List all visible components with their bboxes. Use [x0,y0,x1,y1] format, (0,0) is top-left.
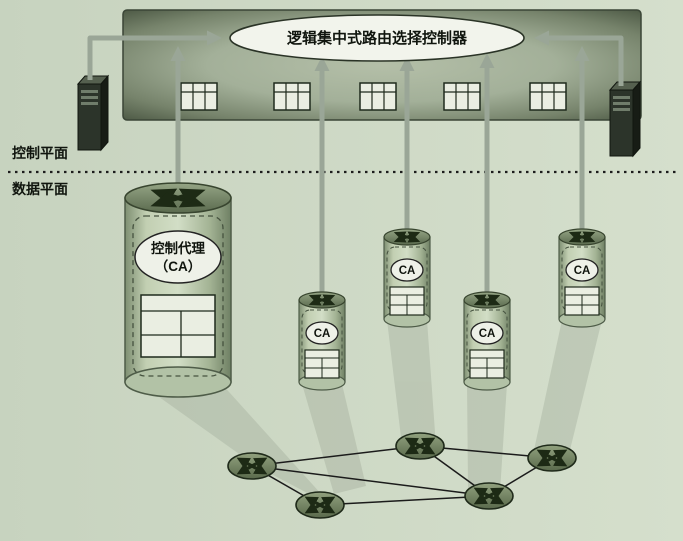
network-link [251,445,421,467]
ca-ellipse [390,258,424,282]
ca-label: CA [574,265,591,277]
beam [534,320,602,458]
flow-table-icon [564,286,600,316]
server-to-controller-arrow [87,30,222,80]
ca-ellipse [305,321,339,345]
control-plane-label: 控制平面 [12,145,68,161]
server-icon-right [609,81,641,157]
network-router-icon [296,492,344,518]
network-router-icon [528,445,576,471]
big-router-cylinder: 控制代理 （CA） [124,182,232,398]
flow-table-icon [140,294,216,358]
flow-table-icon [389,286,425,316]
flow-table-icon [273,82,311,111]
control-agent-label-line2: （CA） [155,259,202,274]
beam [302,384,366,494]
server-to-controller-arrow [534,30,624,86]
flow-table-icon [529,82,567,111]
network-link [251,465,490,497]
flow-table-icon [443,82,481,111]
flow-table-icon [469,349,505,379]
network-router-icon [228,453,276,479]
controller-label: 逻辑集中式路由选择控制器 [287,29,468,47]
ca-ellipse [565,258,599,282]
beam [467,384,507,492]
small-router-cylinder-3: CA [463,291,511,391]
ca-label: CA [479,328,496,340]
ca-label: CA [314,328,331,340]
network-router-icon [396,433,444,459]
flow-table-icon [304,349,340,379]
flow-table-icon [359,82,397,111]
control-agent-ellipse [134,230,222,284]
ca-ellipse [470,321,504,345]
flow-table-icon [180,82,218,111]
beam [138,382,332,506]
small-router-cylinder-2: CA [383,228,431,328]
network-link [319,495,490,506]
beam [387,320,436,446]
controller-ellipse [229,14,525,62]
agent-dashed-outline [132,215,224,377]
server-icon-left [77,75,109,151]
data-plane-label: 数据平面 [12,181,68,197]
mapping-beams [138,320,602,506]
ca-label: CA [399,265,416,277]
control-agent-label-line1: 控制代理 [151,240,205,256]
small-router-cylinder-4: CA [558,228,606,328]
small-router-cylinder-1: CA [298,291,346,391]
network-router-icon [465,483,513,509]
control-channel-arrows [87,30,624,312]
